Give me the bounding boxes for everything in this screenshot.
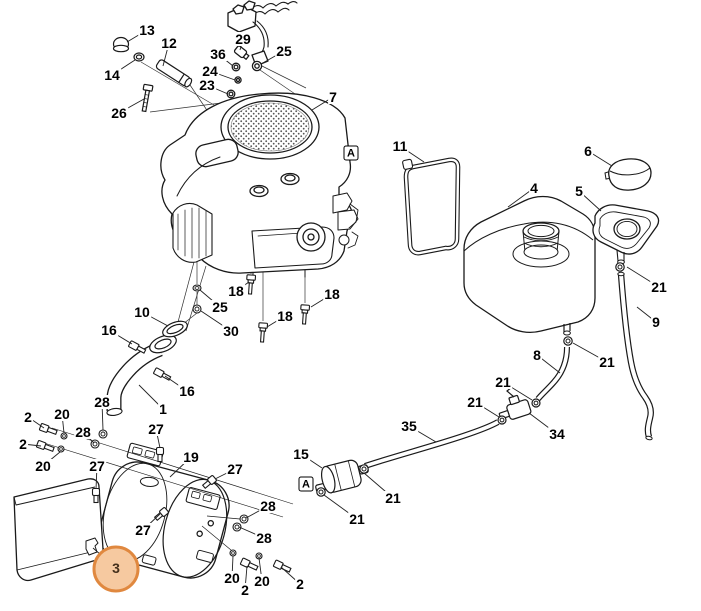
part-label-3-highlighted: 3 — [112, 560, 120, 576]
part-label-24: 24 — [201, 63, 219, 79]
part-label-28: 28 — [74, 424, 92, 440]
part-label-2: 2 — [18, 436, 28, 452]
wiring-harness — [227, 0, 298, 67]
part-label-23: 23 — [198, 77, 216, 93]
part-label-27: 27 — [134, 522, 152, 538]
part-label-25: 25 — [211, 299, 229, 315]
part-label-28: 28 — [255, 530, 273, 546]
part-label-27: 27 — [226, 461, 244, 477]
gasket-10 — [162, 320, 188, 338]
part-label-16: 16 — [100, 322, 118, 338]
part-label-15: 15 — [292, 446, 310, 462]
part-label-36: 36 — [209, 46, 227, 62]
part-label-2: 2 — [240, 582, 250, 598]
part-label-28: 28 — [259, 498, 277, 514]
small-fasteners-36-24-23-25 — [226, 60, 263, 99]
mounting-bolts-18 — [192, 274, 311, 343]
part-label-2: 2 — [295, 576, 305, 592]
gasket-11 — [402, 157, 461, 256]
fittings-13-14-12-26 — [112, 36, 193, 113]
part-label-18: 18 — [227, 283, 245, 299]
bracket-5 — [592, 204, 660, 265]
part-label-30: 30 — [222, 323, 240, 339]
part-label-20: 20 — [53, 406, 71, 422]
muffler-fasteners-right — [201, 514, 292, 573]
part-label-27: 27 — [147, 421, 165, 437]
part-label-28: 28 — [93, 394, 111, 410]
part-label-34: 34 — [548, 426, 566, 442]
spacer-pin-12 — [155, 59, 193, 88]
part-label-6: 6 — [583, 143, 593, 159]
part-label-35: 35 — [400, 418, 418, 434]
part-label-21: 21 — [466, 394, 484, 410]
part-label-25: 25 — [275, 43, 293, 59]
part-label-2: 2 — [23, 409, 33, 425]
part-label-21: 21 — [650, 279, 668, 295]
part-label-19: 19 — [182, 449, 200, 465]
engine-assembly — [160, 0, 359, 281]
solenoid-bolt-29 — [233, 45, 250, 60]
part-label-20: 20 — [253, 573, 271, 589]
part-label-21: 21 — [494, 374, 512, 390]
part-label-16: 16 — [178, 383, 196, 399]
part-label-13: 13 — [138, 22, 156, 38]
part-label-12: 12 — [160, 35, 178, 51]
part-label-20: 20 — [223, 570, 241, 586]
part-label-14: 14 — [103, 67, 121, 83]
part-label-11: 11 — [391, 138, 409, 154]
part-label-18: 18 — [323, 286, 341, 302]
ref-marker-A-2: A — [298, 476, 314, 492]
muffler-19 — [43, 427, 294, 579]
ref-marker-A-1: A — [343, 145, 359, 161]
exhaust-pipe-assembly — [106, 320, 188, 417]
part-label-7: 7 — [328, 89, 338, 105]
part-label-4: 4 — [529, 180, 539, 196]
part-label-21: 21 — [384, 490, 402, 506]
fuel-pipe-9 — [615, 262, 654, 441]
part-label-5: 5 — [574, 183, 584, 199]
fuel-line-8-34-35 — [364, 336, 573, 469]
part-label-21: 21 — [348, 511, 366, 527]
muffler-bracket-tab-2 — [185, 487, 221, 511]
part-label-29: 29 — [234, 31, 252, 47]
bolt-26 — [141, 83, 154, 113]
part-label-1: 1 — [158, 401, 168, 417]
part-label-20: 20 — [34, 458, 52, 474]
fuel-tank-4 — [463, 195, 596, 336]
part-label-8: 8 — [532, 347, 542, 363]
part-label-21: 21 — [598, 354, 616, 370]
part-label-18: 18 — [276, 308, 294, 324]
part-label-9: 9 — [651, 314, 661, 330]
part-label-26: 26 — [110, 105, 128, 121]
tank-cap-6 — [604, 158, 652, 191]
fuel-filter-15 — [315, 459, 369, 497]
part-label-27: 27 — [88, 458, 106, 474]
part-label-10: 10 — [133, 304, 151, 320]
